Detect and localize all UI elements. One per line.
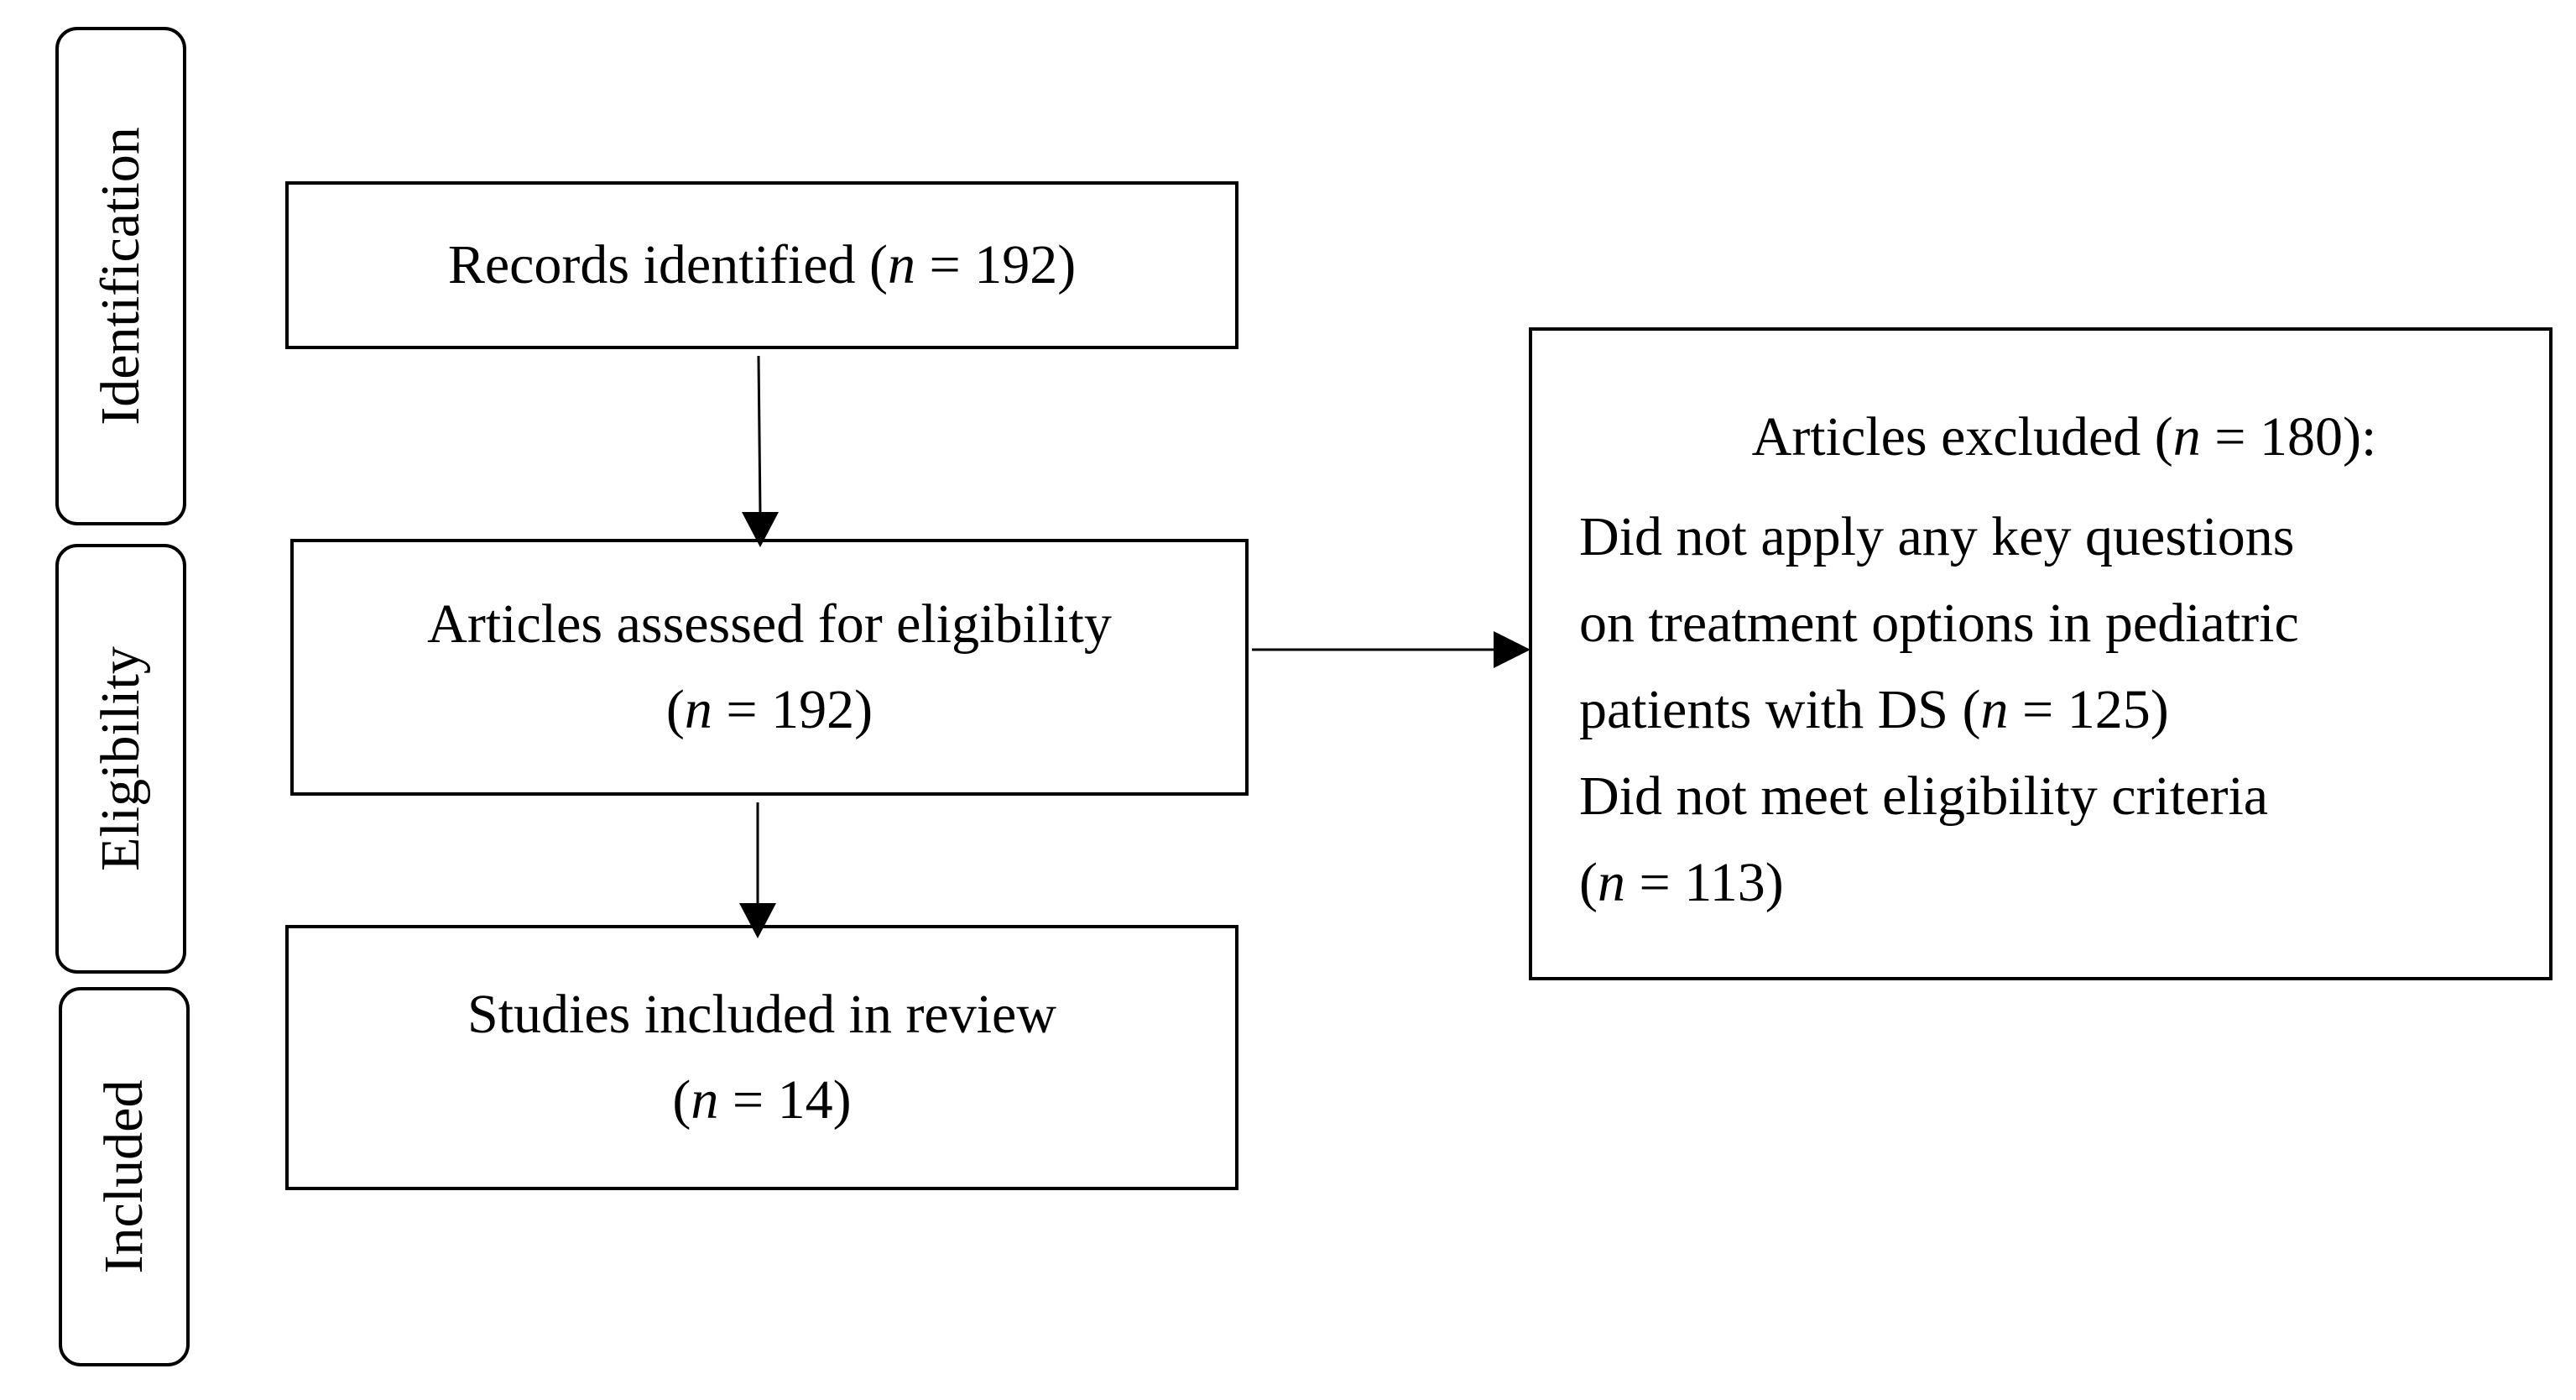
articles-excluded-heading: Articles excluded (n = 180): <box>1751 406 2377 468</box>
exclusion-reason-2-line-1: Did not meet eligibility criteria <box>1579 765 2269 827</box>
exclusion-reason-1-line-3: patients with DS (n = 125) <box>1579 678 2169 740</box>
articles-excluded-box: Articles excluded (n = 180): Did not app… <box>1529 327 2553 980</box>
studies-included-count: (n = 14) <box>672 1069 852 1131</box>
exclusion-reason-2-line-2: (n = 113) <box>1579 851 1784 913</box>
exclusion-reason-1-line-1: Did not apply any key questions <box>1579 505 2295 567</box>
stage-tab-eligibility: Eligibility <box>55 544 186 974</box>
articles-assessed-label: Articles assessed for eligibility <box>427 593 1112 655</box>
arrow-records-to-assessed <box>742 355 779 547</box>
arrow-assessed-to-included <box>739 802 776 938</box>
records-identified-box: Records identified (n = 192) <box>285 181 1238 349</box>
exclusion-reason-1-line-2: on treatment options in pediatric <box>1579 592 2299 654</box>
studies-included-box: Studies included in review (n = 14) <box>285 925 1238 1190</box>
arrow-assessed-to-excluded <box>1252 631 1530 668</box>
stage-tab-identification: Identification <box>55 27 186 525</box>
articles-assessed-box: Articles assessed for eligibility (n = 1… <box>290 539 1249 796</box>
records-identified-text: Records identified (n = 192) <box>447 233 1077 295</box>
stage-tab-included: Included <box>59 987 190 1366</box>
articles-assessed-count: (n = 192) <box>665 679 873 740</box>
studies-included-label: Studies included in review <box>467 983 1057 1045</box>
